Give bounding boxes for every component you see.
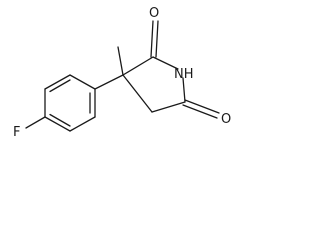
chemical-structure-canvas: F NH O O xyxy=(13,6,231,140)
methyl-bond xyxy=(117,46,124,76)
oxygen-top-label: O xyxy=(149,6,159,21)
ring-double-bond-inner-2 xyxy=(49,113,71,127)
ring-c2-n-bond xyxy=(152,56,179,70)
carbonyl-top-bond-b xyxy=(155,20,159,58)
ring-bond-1 xyxy=(69,74,96,90)
ring-bond-2 xyxy=(44,74,71,90)
fluorine-label: F xyxy=(13,125,20,140)
aryl-quaternary-bond xyxy=(94,74,124,90)
carbonyl-right-bond-b xyxy=(182,104,218,119)
carbonyl-top-bond-a xyxy=(150,20,154,58)
ring-c5-c4-bond xyxy=(151,101,186,113)
carbonyl-top xyxy=(150,20,159,58)
carbonyl-right xyxy=(182,99,220,119)
ring-n-c5-bond xyxy=(182,77,186,103)
benzene-ring xyxy=(44,74,96,132)
carbonyl-right-bond-a xyxy=(184,99,220,114)
nitrogen-label: NH xyxy=(174,67,194,82)
succinimide-ring xyxy=(122,56,186,113)
ring-bond-5 xyxy=(69,116,96,132)
c-f-bond xyxy=(25,116,46,129)
ring-bond-4 xyxy=(44,116,71,132)
oxygen-right-label: O xyxy=(221,112,231,127)
ring-c3-c2-bond xyxy=(122,56,154,76)
molecule-drawing: F NH O O xyxy=(13,6,231,140)
ring-c4-c3-bond xyxy=(122,74,153,113)
ring-double-bond-inner-1 xyxy=(49,79,71,93)
